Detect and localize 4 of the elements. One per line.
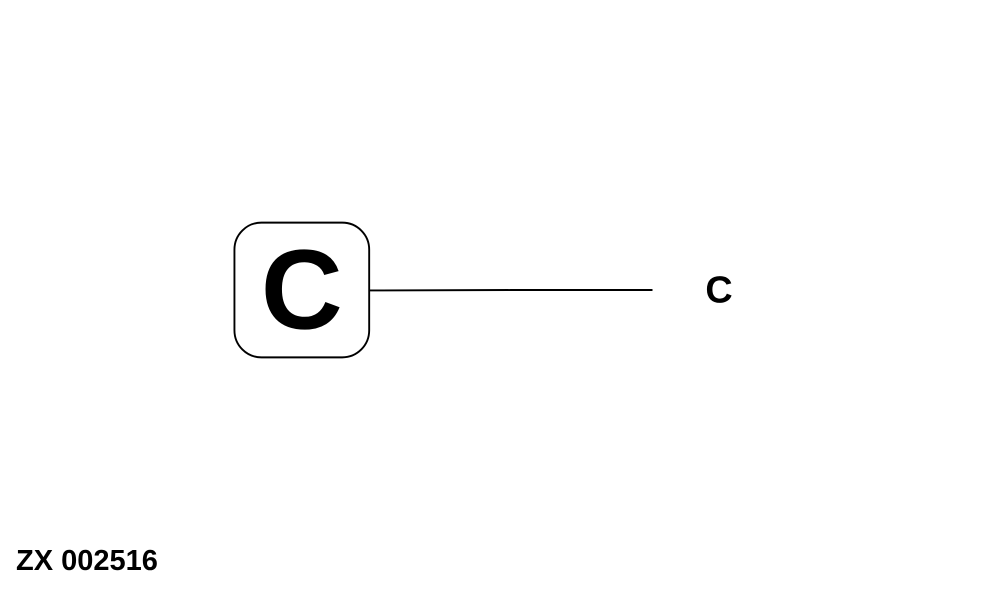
leader-line (370, 289, 652, 292)
rounded-letter-box: C (234, 222, 370, 358)
callout-letter: C (705, 269, 733, 311)
reference-number: ZX 002516 (16, 545, 158, 578)
